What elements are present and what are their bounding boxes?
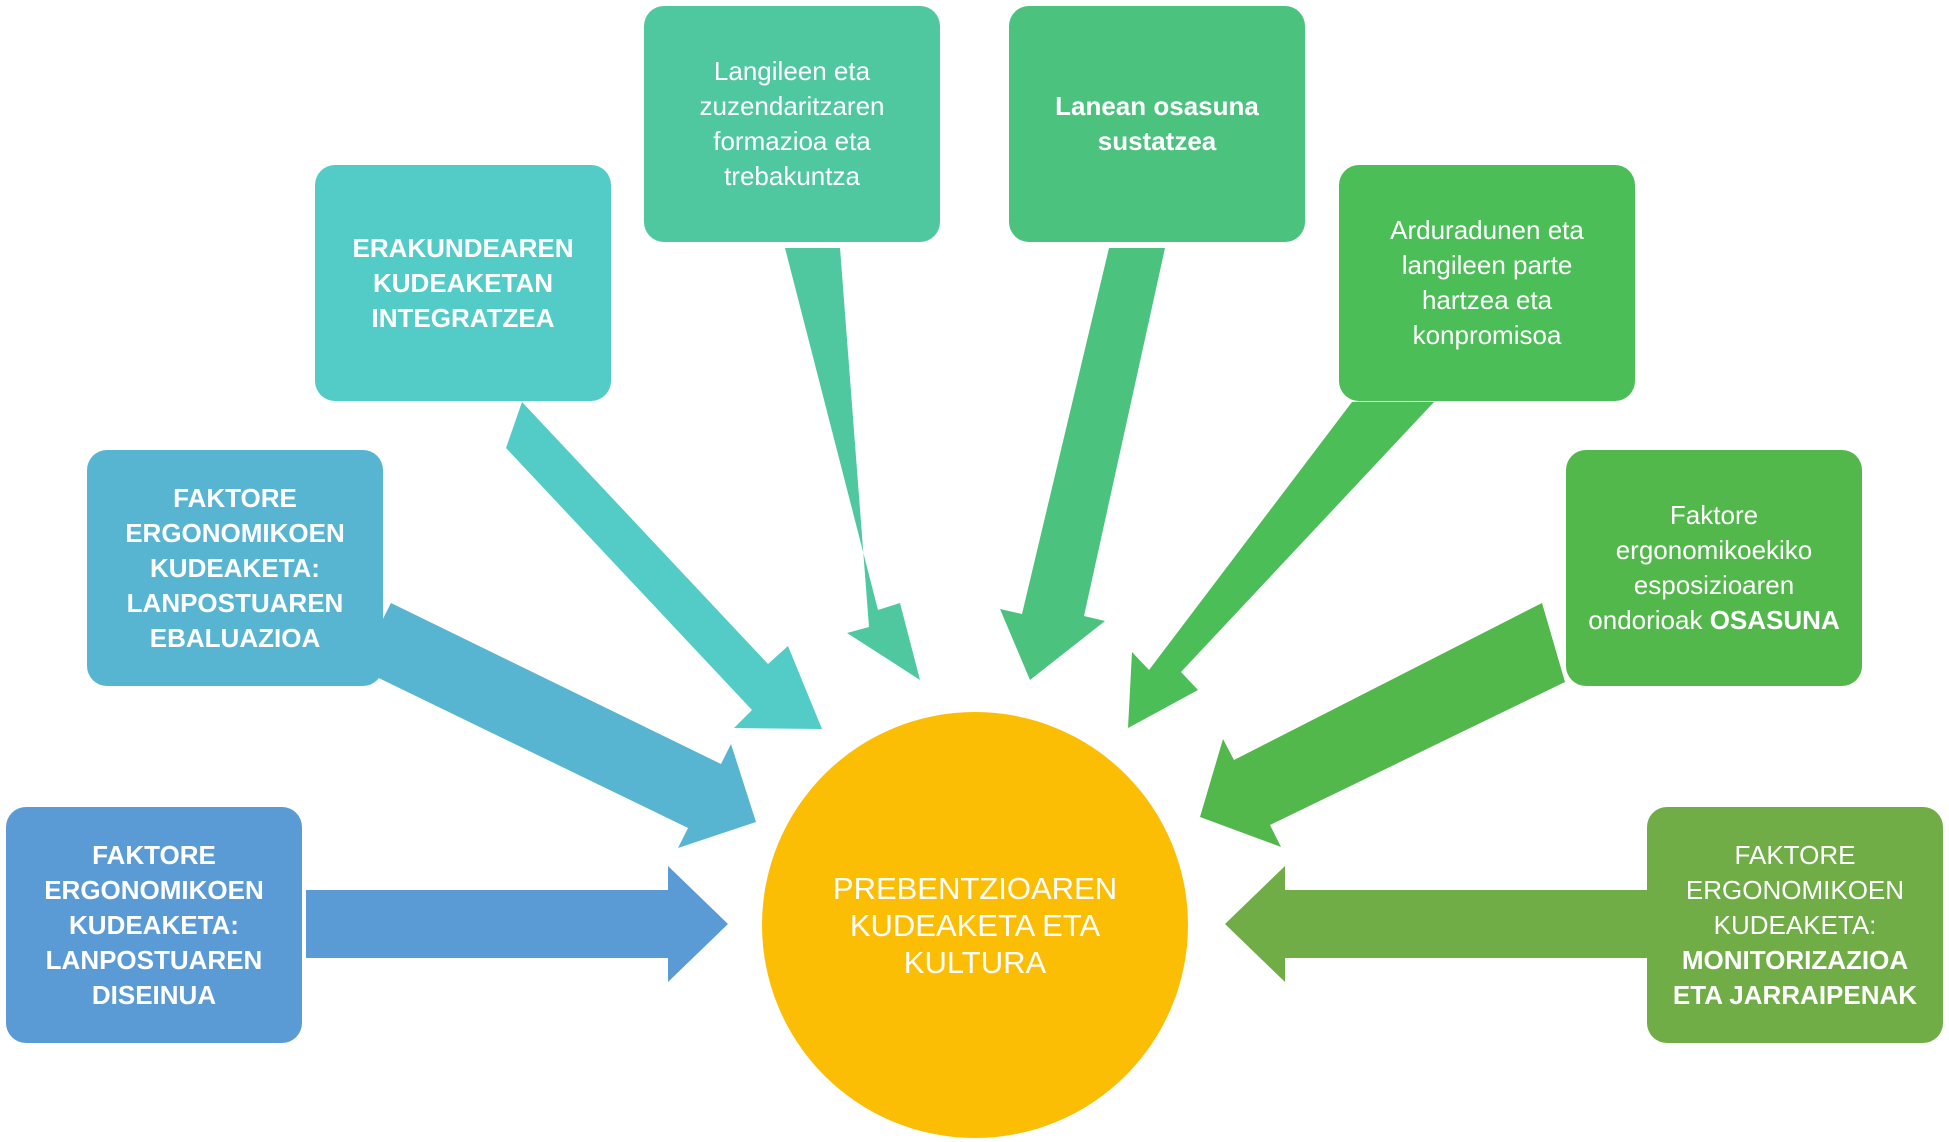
box-label-part: ERAKUNDEAREN KUDEAKETAN INTEGRATZEA: [352, 232, 574, 333]
box-label: FAKTORE ERGONOMIKOEN KUDEAKETA: MONITORI…: [1665, 838, 1925, 1013]
box-label: Lanean osasuna sustatzea: [1027, 89, 1287, 159]
arrow-health-promotion: [1000, 248, 1165, 680]
arrow-design: [306, 866, 728, 982]
box-label: Faktore ergonomikoekiko esposizioaren on…: [1584, 498, 1844, 638]
arrow-integration: [506, 402, 822, 729]
box-label: ERAKUNDEAREN KUDEAKETAN INTEGRATZEA: [333, 231, 593, 336]
box-label-part: Arduradunen eta langileen parte hartzea …: [1390, 215, 1584, 350]
arrow-participation: [1128, 402, 1434, 728]
arrow-monitoring: [1225, 866, 1648, 982]
box-label-part: Lanean osasuna sustatzea: [1055, 91, 1259, 156]
box-label-part: FAKTORE ERGONOMIKOEN KUDEAKETA: LANPOSTU…: [44, 839, 264, 1010]
box-label-part: FAKTORE ERGONOMIKOEN KUDEAKETA: LANPOSTU…: [125, 482, 345, 653]
box-label: Langileen eta zuzendaritzaren formazioa …: [662, 54, 922, 194]
box-workplace-design: FAKTORE ERGONOMIKOEN KUDEAKETA: LANPOSTU…: [6, 807, 302, 1043]
box-workplace-evaluation: FAKTORE ERGONOMIKOEN KUDEAKETA: LANPOSTU…: [87, 450, 383, 686]
box-participation: Arduradunen eta langileen parte hartzea …: [1339, 165, 1635, 401]
arrow-evaluation: [358, 603, 756, 848]
box-training: Langileen eta zuzendaritzaren formazioa …: [644, 6, 940, 242]
box-exposure-health: Faktore ergonomikoekiko esposizioaren on…: [1566, 450, 1862, 686]
box-label-part: FAKTORE ERGONOMIKOEN KUDEAKETA:: [1685, 839, 1905, 940]
box-label-part: Langileen eta zuzendaritzaren formazioa …: [699, 56, 885, 191]
box-label-part: OSASUNA: [1709, 605, 1840, 635]
center-circle: PREBENTZIOAREN KUDEAKETA ETA KULTURA: [762, 712, 1188, 1138]
box-label-part: MONITORIZAZIOA ETA JARRAIPENAK: [1672, 944, 1918, 1010]
box-monitoring: FAKTORE ERGONOMIKOEN KUDEAKETA: MONITORI…: [1647, 807, 1943, 1043]
box-health-promotion: Lanean osasuna sustatzea: [1009, 6, 1305, 242]
arrow-exposure: [1200, 603, 1565, 847]
box-label-part: Faktore ergonomikoekiko esposizioaren on…: [1588, 500, 1813, 635]
arrow-training: [785, 248, 920, 680]
box-label: FAKTORE ERGONOMIKOEN KUDEAKETA: LANPOSTU…: [24, 838, 284, 1013]
box-label: Arduradunen eta langileen parte hartzea …: [1357, 213, 1617, 353]
center-label: PREBENTZIOAREN KUDEAKETA ETA KULTURA: [832, 870, 1118, 980]
box-label: FAKTORE ERGONOMIKOEN KUDEAKETA: LANPOSTU…: [105, 481, 365, 656]
box-organization-integration: ERAKUNDEAREN KUDEAKETAN INTEGRATZEA: [315, 165, 611, 401]
